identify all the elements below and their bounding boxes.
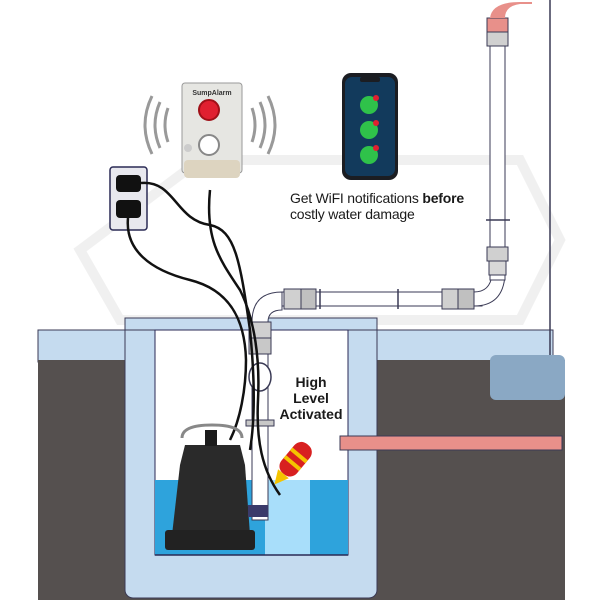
wifi-badge	[184, 144, 192, 152]
signal-waves-icon	[143, 95, 277, 155]
inlet-pipe	[339, 435, 563, 451]
high-level-line3: Activated	[279, 406, 343, 422]
notify-prefix: Get WiFI notifications	[290, 190, 423, 206]
notify-emphasis: before	[422, 190, 464, 206]
ground-left	[38, 360, 128, 600]
notification-message-icon	[360, 120, 379, 139]
discharge-pipe	[245, 2, 532, 521]
wifi-notification-callout: Get WiFI notifications before costly wat…	[290, 190, 464, 222]
power-cords	[126, 181, 282, 496]
alarm-light	[198, 99, 220, 121]
foundation-block	[490, 355, 565, 400]
notification-call-icon	[360, 95, 379, 114]
notify-suffix: costly water damage	[290, 206, 415, 222]
smartphone	[342, 73, 398, 180]
sump-pump	[165, 423, 268, 550]
power-button	[198, 134, 220, 156]
wall-outlet	[109, 166, 148, 231]
brand-label: SumpAlarm	[192, 90, 231, 97]
notification-email-icon	[360, 145, 379, 164]
alarm-unit: SumpAlarm	[181, 82, 243, 178]
float-switch	[274, 441, 312, 485]
high-level-line2: Level	[293, 390, 329, 406]
high-level-callout: High Level Activated	[276, 374, 346, 422]
water-highlight	[265, 480, 310, 555]
high-level-line1: High	[295, 374, 327, 390]
